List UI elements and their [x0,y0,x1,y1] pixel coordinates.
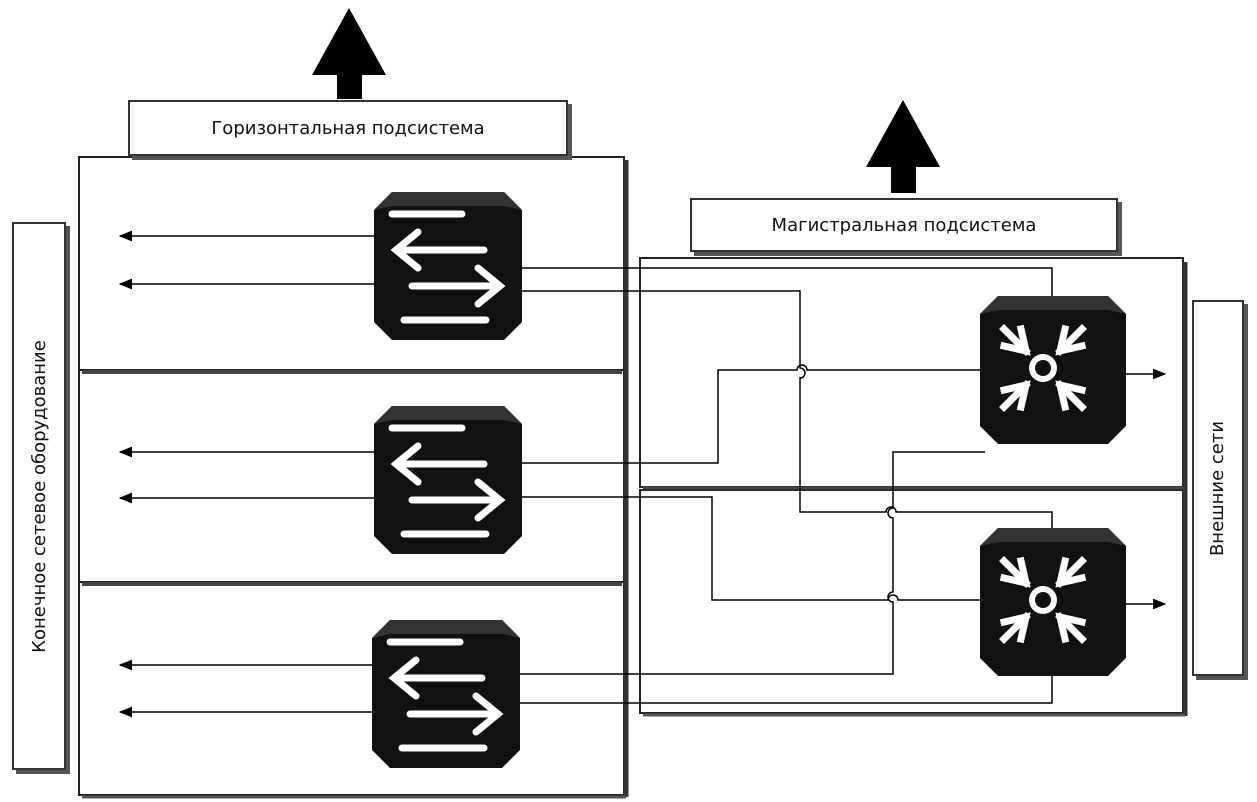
backbone-subsystem-frame [639,257,1188,717]
external-networks-label: Внешние сети [1192,300,1244,676]
switch-3-icon [372,620,520,768]
backbone-subsystem-label: Магистральная подсистема [690,198,1118,252]
horizontal-subsystem-label: Горизонтальная подсистема [128,100,568,156]
up-arrow-backbone-icon [866,100,940,193]
backbone-subsystem-text: Магистральная подсистема [771,214,1037,236]
interconnect-wiring [520,267,1053,704]
switch-1-icon [374,192,522,340]
external-networks-text: Внешние сети [1207,420,1229,556]
end-equipment-text: Конечное сетевое оборудование [28,339,50,653]
router-1-icon [980,296,1126,444]
horizontal-subsystem-text: Горизонтальная подсистема [211,117,485,139]
horizontal-subsystem-frame [78,156,629,799]
end-equipment-links [118,230,380,718]
end-equipment-label: Конечное сетевое оборудование [12,222,66,770]
external-network-links [1120,368,1167,610]
switch-2-icon [374,406,522,554]
router-2-icon [980,528,1126,676]
up-arrow-horizontal-icon [312,8,386,99]
